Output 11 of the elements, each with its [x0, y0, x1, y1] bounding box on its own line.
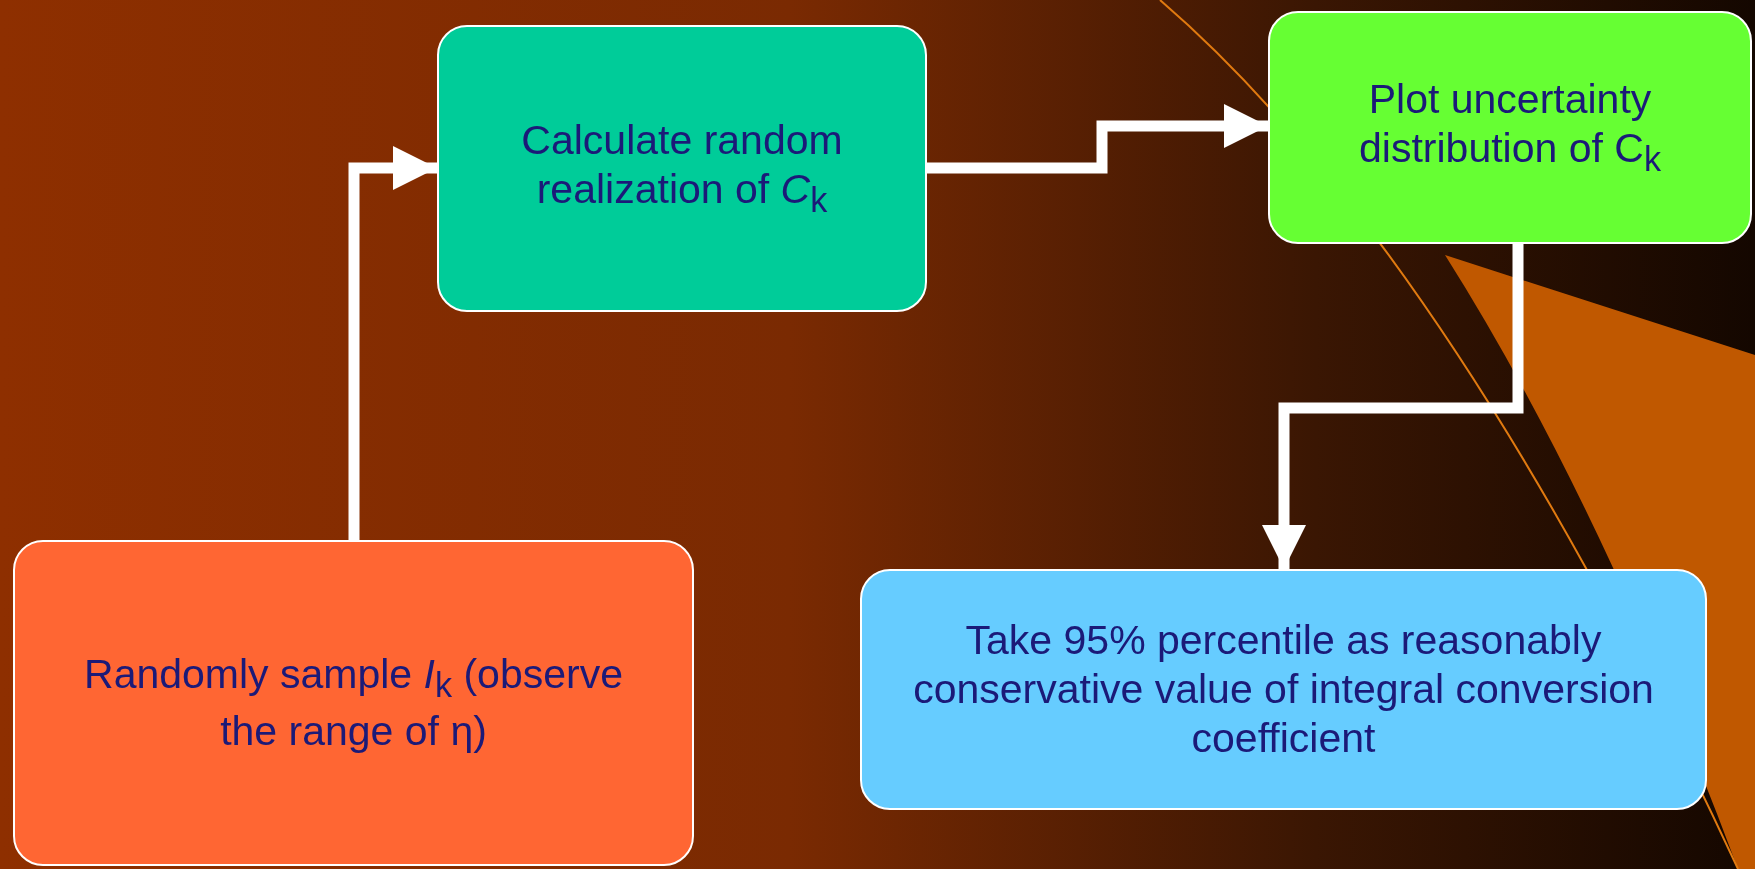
box-text: Take 95% percentile as reasonably conservative value of integral conversion coefficient: [912, 615, 1655, 764]
process-box: [437, 25, 927, 312]
box-text: Calculate random realization of C$_{k}$: [520, 115, 844, 222]
arrow: [348, 146, 437, 540]
box-text: Plot uncertainty distribution of C$_{k}$: [1358, 74, 1662, 181]
process-box: [860, 569, 1707, 810]
arrow: [1262, 244, 1524, 569]
process-box: [1268, 11, 1752, 244]
arrow: [927, 104, 1268, 174]
box-text: Randomly sample I$_{k}$ (observe the range of η): [83, 650, 624, 756]
process-box: [13, 540, 694, 866]
